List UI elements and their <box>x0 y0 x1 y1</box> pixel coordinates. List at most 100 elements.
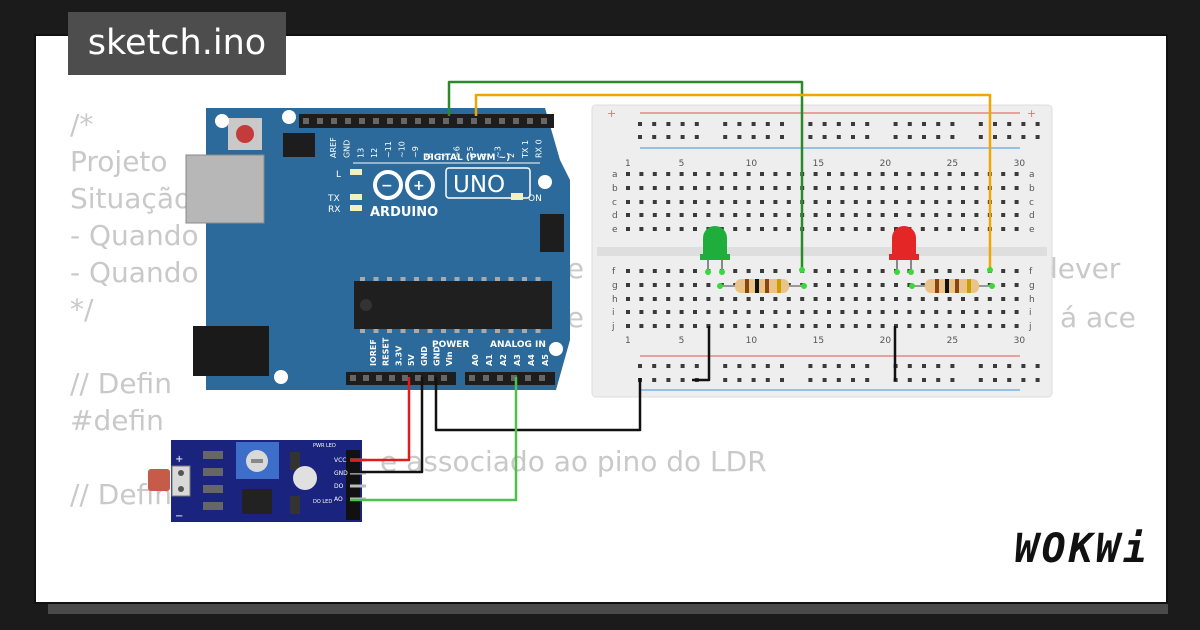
breadboard-row-label: e <box>612 225 618 235</box>
digital-pin-label: ~3 <box>493 146 502 158</box>
breadboard-col-number: 1 <box>625 336 631 346</box>
digital-header-label: DIGITAL (PWM ~) <box>423 153 510 163</box>
wire-lime[interactable] <box>350 377 518 502</box>
svg-text:−: − <box>381 178 393 194</box>
breadboard-row-label: b <box>612 184 618 194</box>
breadboard-col-number: 1 <box>625 159 631 169</box>
code-line-2: Projeto <box>70 145 168 178</box>
arduino-logo: − + <box>373 170 435 200</box>
digital-pin-label: ~9 <box>411 146 420 158</box>
wires <box>350 80 992 502</box>
code-line-1: /* <box>70 108 94 141</box>
breadboard-col-number: 20 <box>880 336 892 346</box>
wire-black-led1[interactable] <box>692 326 711 382</box>
code-line-4: - Quando <box>70 219 199 252</box>
svg-text:+: + <box>607 107 616 120</box>
code-fragment-right-2: á ace <box>1060 301 1136 334</box>
reset-button[interactable] <box>236 125 254 143</box>
rx-led-label: RX <box>328 205 340 215</box>
breadboard-col-number: 25 <box>947 159 958 169</box>
digital-pin-label: TX 1 <box>521 140 530 159</box>
analog-pin-label: A1 <box>485 354 494 366</box>
digital-pin-label: ~5 <box>466 146 475 158</box>
analog-header-label: ANALOG IN <box>490 340 546 350</box>
wire-black-gnd-module[interactable] <box>350 377 424 474</box>
wire-green[interactable] <box>447 80 804 270</box>
breadboard-row-label: h <box>612 295 618 305</box>
power-pin-label: 3.3V <box>394 345 403 366</box>
digital-pin-label: 8 <box>425 153 434 158</box>
digital-pin-label: 4 <box>480 153 489 158</box>
code-fragment-right-1: dever <box>1040 252 1121 285</box>
breadboard-row-label: f <box>612 267 616 277</box>
digital-pin-label: AREF <box>329 137 338 158</box>
module-pin-label: AO <box>334 496 343 503</box>
analog-pin-label: A3 <box>513 354 522 366</box>
breadboard-row-label: j <box>1028 322 1032 332</box>
wire-red[interactable] <box>350 377 411 462</box>
power-pin-label: IOREF <box>369 339 378 366</box>
breadboard-row-label: g <box>1029 281 1035 291</box>
l-led-label: L <box>336 170 341 180</box>
photoresistor <box>148 469 170 491</box>
power-pin-label: 5V <box>407 353 416 366</box>
resistor-1[interactable] <box>720 279 804 293</box>
breadboard-row-label: a <box>612 170 618 180</box>
digital-pin-label: 13 <box>356 148 365 158</box>
breadboard-row-label: e <box>1029 225 1035 235</box>
breadboard-col-number: 15 <box>813 159 824 169</box>
wire-orange[interactable] <box>474 93 992 270</box>
power-pin-label: RESET <box>382 337 391 366</box>
brand-label: ARDUINO <box>370 205 438 220</box>
power-header-label: POWER <box>432 340 469 350</box>
breadboard-row-label: g <box>612 281 618 291</box>
breadboard-col-number: 10 <box>746 159 758 169</box>
power-pin-label: GND <box>420 346 429 366</box>
pwr-led-label: PWR LED <box>313 443 336 449</box>
resistor-2[interactable] <box>912 279 992 293</box>
green-led[interactable] <box>700 226 730 272</box>
breadboard-col-number: 10 <box>746 336 758 346</box>
wire-black-gnd-breadboard[interactable] <box>434 377 642 432</box>
analog-pin-label: A4 <box>527 354 536 366</box>
analog-pin-label: A5 <box>541 354 550 366</box>
module-pin-label: DO <box>334 483 344 490</box>
breadboard-row-label: h <box>1029 295 1035 305</box>
module-pin-label: GND <box>334 470 348 477</box>
breadboard-col-number: 20 <box>880 159 892 169</box>
tx-led-label: TX <box>327 194 340 204</box>
digital-pin-label: ~10 <box>398 141 407 158</box>
code-line-5: - Quando <box>70 256 199 289</box>
digital-pin-label: 2 <box>507 153 516 158</box>
breadboard-col-number: 15 <box>813 336 824 346</box>
digital-pin-label: RX 0 <box>535 139 544 158</box>
digital-pin-label: 12 <box>370 148 379 158</box>
breadboard-row-label: j <box>611 322 615 332</box>
connection-dots <box>705 267 995 289</box>
arduino-uno-board[interactable]: − + UNO ARDUINO DIGITAL (PWM ~) ON L TX … <box>185 108 570 390</box>
module-minus-label: − <box>175 511 183 522</box>
digital-pin-label: ~11 <box>384 141 393 158</box>
digital-pin-label: GND <box>343 140 352 158</box>
breadboard-row-label: b <box>1029 184 1035 194</box>
do-led-label: DO LED <box>313 499 332 505</box>
wokwi-logo: WOKWi <box>1014 526 1150 572</box>
breadboard-row-label: d <box>612 211 618 221</box>
digital-pin-label: ~6 <box>452 146 461 158</box>
breadboard-col-number: 5 <box>679 336 685 346</box>
board-model-label: UNO <box>453 172 505 198</box>
red-led[interactable] <box>889 226 919 272</box>
analog-pin-label: A2 <box>499 354 508 366</box>
code-line-3: Situação: <box>70 182 201 215</box>
on-led-label: ON <box>528 194 542 204</box>
svg-text:+: + <box>1027 107 1036 120</box>
breadboard-row-label: c <box>612 198 617 208</box>
code-line-9: #defin <box>70 404 164 437</box>
code-editor-text: /* Projeto Situação: - Quando - Quando *… <box>70 106 229 513</box>
power-pin-label: Vin <box>445 351 454 366</box>
breadboard-col-number: 25 <box>947 336 958 346</box>
atmega-chip <box>354 281 552 329</box>
breadboard-row-label: d <box>1029 211 1035 221</box>
